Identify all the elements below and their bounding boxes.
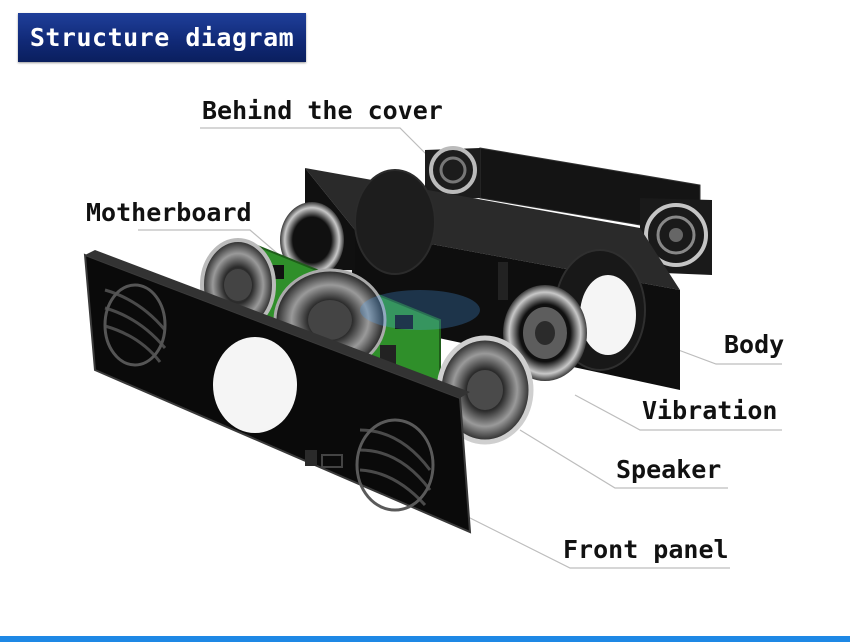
- vibration-units: [280, 202, 587, 381]
- leader-line-vibration: [574, 394, 782, 431]
- leader-lines: [138, 127, 782, 569]
- watermark: [360, 290, 480, 330]
- leader-line-body: [664, 344, 782, 365]
- vibration-plate-left-icon: [280, 202, 344, 278]
- label-behind-the-cover: Behind the cover: [202, 96, 443, 125]
- label-body: Body: [724, 330, 785, 359]
- back-cover: [425, 146, 712, 275]
- back-cover-vent-right-icon: [644, 203, 708, 267]
- title-badge: Structure diagram: [18, 13, 306, 62]
- speaker-drivers: [200, 238, 534, 445]
- page-title: Structure diagram: [29, 23, 295, 52]
- front-panel-vent-left-icon: [103, 283, 167, 367]
- label-motherboard: Motherboard: [86, 198, 252, 227]
- front-panel-vent-right-icon: [355, 418, 435, 512]
- back-cover-vent-left-icon: [429, 146, 477, 194]
- bottom-accent-bar: [0, 636, 850, 642]
- front-panel-center-hole-icon: [213, 337, 297, 433]
- body-port-left-icon: [354, 169, 436, 275]
- label-speaker: Speaker: [616, 455, 722, 484]
- label-vibration: Vibration: [642, 396, 778, 425]
- label-front-panel: Front panel: [563, 535, 729, 564]
- leader-line-motherboard: [138, 229, 286, 261]
- leader-line-speaker: [519, 429, 728, 489]
- leader-line-behind-cover: [200, 127, 431, 159]
- leader-line-front-panel: [449, 507, 730, 569]
- usb-port-icon: [321, 454, 343, 468]
- front-panel: [83, 250, 472, 534]
